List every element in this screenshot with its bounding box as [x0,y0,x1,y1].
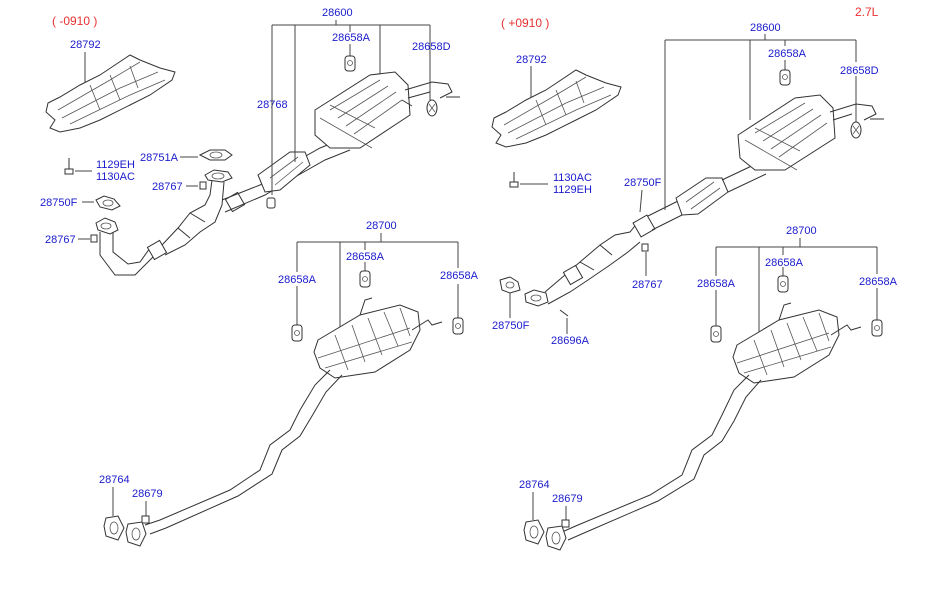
label-28700-left[interactable]: 28700 [366,220,397,232]
nut-28679-part-left[interactable] [141,515,150,524]
label-28767-right[interactable]: 28767 [632,279,663,291]
label-28658a-1-right[interactable]: 28658A [697,278,736,290]
catalytic-converter-part-left[interactable] [257,151,311,193]
label-28764-right[interactable]: 28764 [519,479,550,491]
label-28767-lower-left[interactable]: 28767 [45,234,76,246]
skid-plate-part-left[interactable] [45,54,176,133]
hanger-rear-3-left[interactable] [452,317,464,335]
nut-28679-part-right[interactable] [561,519,570,528]
skid-plate-part-right[interactable] [491,69,622,148]
hanger-small-left[interactable] [266,197,276,209]
gasket-28764-part-right[interactable] [523,519,545,545]
label-28658a-top-right[interactable]: 28658A [768,48,807,60]
label-28750f-left[interactable]: 28750F [40,197,78,209]
hanger-rear-2-right[interactable] [777,275,789,293]
variant-label-left: ( -0910 ) [52,14,97,28]
label-1130ac-right[interactable]: 1130AC [553,172,592,184]
main-muffler-part-right[interactable] [737,94,884,171]
tail-flange-part-left[interactable] [125,521,147,547]
label-28679-right[interactable]: 28679 [552,493,583,505]
rear-muffler-part-left[interactable] [144,297,443,535]
nut-part-lower-left[interactable] [90,234,98,243]
leader-28700-left [296,233,459,330]
label-1129eh-right[interactable]: 1129EH [553,184,592,196]
hanger-rear-1-right[interactable] [710,325,722,343]
bolt-part-right[interactable] [509,172,519,188]
label-28767-top-left[interactable]: 28767 [152,181,183,193]
bolt-28696a-part-right[interactable] [559,309,569,317]
hanger-28658d-right[interactable] [850,121,862,139]
label-28600-left[interactable]: 28600 [322,7,353,19]
right-variant-diagram: ( +0910 ) 2.7L 28792 1130AC 1129EH 28750… [491,5,898,551]
hanger-28658a-top-left[interactable] [344,55,356,72]
leader-28600-left [271,20,431,195]
hanger-rear-3-right[interactable] [871,319,883,337]
catalytic-converter-part-right[interactable] [675,161,767,216]
label-28658a-3-left[interactable]: 28658A [440,270,479,282]
front-pipe-part-right[interactable] [524,199,689,307]
label-28696a-right[interactable]: 28696A [551,335,590,347]
gasket-28751a-part-left[interactable] [198,149,233,161]
label-28750f-lower-right[interactable]: 28750F [492,320,530,332]
gasket-28750f-part-left[interactable] [95,195,121,211]
label-28658a-mid-right[interactable]: 28658A [765,257,804,269]
label-28658a-3-right[interactable]: 28658A [859,276,898,288]
leader-28600-right [664,34,857,210]
main-muffler-part-left[interactable] [314,71,460,149]
nut-part-top-left[interactable] [199,181,207,190]
hanger-28658a-top-right[interactable] [779,69,791,86]
label-1130ac-left[interactable]: 1130AC [96,171,135,183]
label-28750f-mid-right[interactable]: 28750F [624,177,662,189]
label-28679-left[interactable]: 28679 [132,488,163,500]
gasket-28750f-part-right[interactable] [499,276,521,294]
engine-label: 2.7L [855,5,879,19]
label-1129eh-left[interactable]: 1129EH [96,159,135,171]
left-variant-diagram: ( -0910 ) 28792 1129EH 1130AC 28751A 287… [40,7,479,547]
rear-muffler-part-right[interactable] [561,302,862,541]
nut-28767-part-right[interactable] [641,243,649,252]
label-28658a-mid-left[interactable]: 28658A [346,251,385,263]
label-28658a-1-left[interactable]: 28658A [278,274,317,286]
hanger-rear-2-left[interactable] [359,270,371,288]
label-28792-left[interactable]: 28792 [70,39,101,51]
label-28600-right[interactable]: 28600 [750,22,781,34]
gasket-28764-part-left[interactable] [103,515,125,541]
label-28764-left[interactable]: 28764 [99,474,130,486]
label-28700-right[interactable]: 28700 [786,225,817,237]
leader-28700-right [715,238,878,335]
variant-label-right: ( +0910 ) [501,16,549,30]
label-28658d-left[interactable]: 28658D [412,41,451,53]
label-28751a-left[interactable]: 28751A [140,152,179,164]
hanger-28658d-left[interactable] [426,99,438,117]
label-28792-right[interactable]: 28792 [516,54,547,66]
label-28658d-right[interactable]: 28658D [840,65,879,77]
tail-flange-part-right[interactable] [545,525,567,551]
bolt-part-left[interactable] [64,158,74,175]
label-28658a-top-left[interactable]: 28658A [332,32,371,44]
hanger-rear-1-left[interactable] [291,324,303,342]
